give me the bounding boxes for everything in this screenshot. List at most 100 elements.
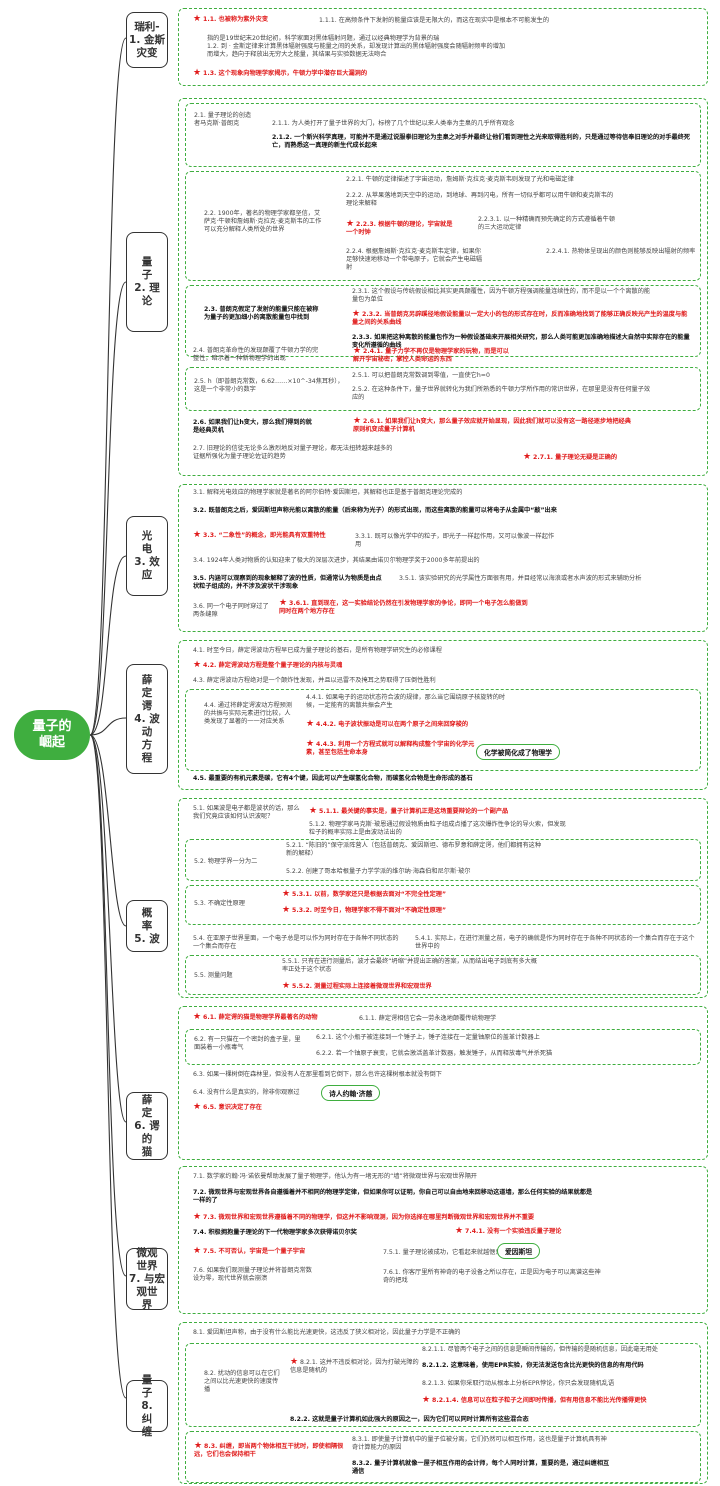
node-7-6: 7.6. 如果我们观测量子理论并将普朗克常数设为零，现代世界就会崩溃 — [193, 1267, 312, 1282]
group-8-2: 8.2. 扰动的信息可以在它们之间以比光速更快的速度传播 ★ 8.2.1. 这并… — [185, 1343, 701, 1427]
node-8-2-1-2: 8.2.1.2. 这意味着，使用EPR实验，你无法发送包含比光更快的信息的有用代… — [422, 1362, 644, 1369]
node-2-2: 2.2. 1900年，著名的物理学家都坚信，艾萨克·牛顿和詹姆斯·克拉克·麦克斯… — [204, 210, 322, 233]
node-3-3: ★ 3.3. “二象性”的概念，即光能具有双重特性 — [193, 530, 326, 540]
section-5: 5.1. 如果波是电子都是波状的话，那么我们究竟应该如何认识波呢？ ★ 5.1.… — [178, 798, 708, 998]
node-2-7-1: ★ 2.7.1. 量子理论无疑是正确的 — [523, 452, 618, 462]
group-2-3: 2.3. 普朗克假定了发射的能量只能在被称为量子的更加细小的离散能量包中找到 2… — [185, 285, 701, 357]
group-5-3: 5.3. 不确定性原理 ★ 5.3.1. 以前，数学家还只是根据去面对“不完全性… — [185, 885, 701, 925]
node-5-5-1: 5.5.1. 只有在进行测量后，波才会最终“坍缩”并提出正确的答案，从而结出电子… — [282, 958, 538, 973]
branch-3[interactable]: 光 电 3. 效 应 — [126, 516, 168, 596]
node-6-2-1: 6.2.1. 这个小瓶子被连接到一个锤子上，锤子连接在一定量铀原位的盖革计数器上 — [316, 1034, 540, 1041]
node-3-5-1: 3.5.1. 该实验研究的光学属性方面很有用，并目经常以海浪或者水声波的形式来辅… — [399, 575, 642, 582]
section-3: 3.1. 解释光电效应的物理学家就是著名的阿尔伯特·爱因斯坦，其解释也正是基于普… — [178, 484, 708, 632]
node-5-3: 5.3. 不确定性原理 — [194, 900, 245, 907]
group-4-4: 4.4. 通过将薛定谔波动方程预测的共振与实际元素进行比较，人类发现了显著的一一… — [185, 689, 701, 771]
node-4-4-1: 4.4.1. 如果电子的运动状态符合波的规律，那么当它围绕原子核旋转的时候，一定… — [306, 694, 506, 709]
node-3-6: 3.6. 同一个电子同时穿过了两条缝隙 — [193, 603, 269, 618]
node-1-2a: 指的是19世纪末20世纪初，科学家面对黑体辐射问题，通过以经典物理学为背景的瑞 — [207, 35, 440, 42]
node-5-2-1: 5.2.1. “陈旧的”保守派阵营人（包括普朗克、爱因斯坦、德布罗意和薛定谔，他… — [286, 842, 542, 857]
node-5-5: 5.5. 测量问题 — [194, 972, 233, 979]
node-3-6-1: ★ 3.6.1. 直到现在，这一实验结论仍然在引发物理学家的争论，即同一个电子怎… — [279, 598, 528, 616]
node-2-4-1: ★ 2.4.1. 量子力学不再仅是物理学家的玩物，而是可以解开宇宙秘密，掌控人类… — [353, 346, 509, 364]
node-6-4: 6.4. 没有什么是真实的，除非你观察过 — [193, 1089, 300, 1096]
node-4-4-2: ★ 4.4.2. 电子波状振动是可以在两个原子之间来回穿梭的 — [306, 719, 469, 729]
node-2-7: 2.7. 旧理论的信徒无论多么激烈地反对量子理论，都无法扭转越来越多的证据所强化… — [193, 445, 393, 460]
branch-2[interactable]: 量 子 2. 理 论 — [126, 232, 168, 332]
node-8-3: ★ 8.3. 纠缠，即当两个物体相互干扰时，即使相隔很远，它们也会保持相干 — [194, 1441, 344, 1459]
node-8-1: 8.1. 爱因斯坦声称，由于没有什么能比光速更快，这违反了狭义相对论，因此量子力… — [193, 1329, 461, 1336]
node-2-2-3-1: 2.2.3.1. 以一种精确而预先确定的方式遵循着牛顿的三大运动定律 — [478, 216, 615, 231]
section-4: 4.1. 时至今日，薛定谔波动方程早已成为量子理论的基石，是所有物理学研究生的必… — [178, 640, 708, 790]
node-8-2-2: 8.2.2. 这就是量子计算机如此强大的原因之一，因为它们可以同时计算所有这些混… — [290, 1416, 529, 1423]
node-5-3-2: ★ 5.3.2. 时至今日，物理学家不得不面对“不确定性原理” — [282, 905, 447, 915]
node-2-5: 2.5. h（即普朗克常数，6.62……×10^-34焦耳秒），这是一个非常小的… — [194, 378, 344, 393]
node-7-6-1: 7.6.1. 你客厅里所有神奇的电子设备之所以存在，正是因为电子可以离谱这些神奇… — [383, 1269, 601, 1284]
node-4-3: 4.3. 薛定谔波动方程绝对是一个颠炸性发现，并且以迅雷不及掩耳之势取得了压倒性… — [193, 677, 436, 684]
node-2-3: 2.3. 普朗克假定了发射的能量只能在被称为量子的更加细小的离散能量包中找到 — [204, 306, 319, 321]
node-5-2-2: 5.2.2. 创建了哥本哈根量子力学学派的维尔纳·海森伯和尼尔斯·玻尔 — [286, 868, 471, 875]
node-4-4-3: ★ 4.4.3. 利用一个方程式就可以解释构成整个宇宙的化学元素，甚至包括生命本… — [306, 739, 475, 757]
node-2-1-1: 2.1.1. 为人类打开了量子世界的大门，标榜了几个世纪以来人类奉为圭臬的几乎所… — [272, 120, 515, 127]
node-8-2-1-3: 8.2.1.3. 如果你采取行动从根本上分析EPR悖论，你只会发现随机乱语 — [422, 1380, 615, 1387]
node-7-4-1: ★ 7.4.1. 没有一个实验违反量子理论 — [455, 1226, 562, 1236]
node-4-2: ★ 4.2. 薛定谔波动方程是整个量子理论的内核与灵魂 — [193, 660, 343, 670]
node-8-2: 8.2. 扰动的信息可以在它们之间以比光速更快的速度传播 — [204, 1370, 280, 1393]
section-7: 7.1. 数学家约翰·冯·诺依曼帮助发展了量子物理学，他认为有一堵无形的“墙”将… — [178, 1166, 708, 1314]
node-7-5: ★ 7.5. 不可否认，宇宙是一个量子宇宙 — [193, 1246, 306, 1256]
node-6-2: 6.2. 有一只猫在一个密封的盒子里，里面装着一小瓶毒气 — [194, 1036, 301, 1051]
node-2-2-3: ★ 2.2.3. 根据牛顿的理论，宇宙就是一个时钟 — [346, 219, 453, 237]
branch-7[interactable]: 微观 世界 7. 与宏 观世 界 — [126, 1247, 168, 1311]
node-1-2: 1.2. 到 · 金斯定律来计算黑体辐射强度与能量之间的关系，却发现计算出的黑体… — [207, 43, 506, 58]
branch-8[interactable]: 量 子 8. 纠 缠 — [126, 1374, 168, 1438]
node-2-6-1: ★ 2.6.1. 如果我们让h变大，那么量子效应就开始显现，因此我们就可以没有这… — [353, 416, 631, 434]
node-2-1: 2.1. 量子理论的创造者马克斯·普朗克 — [194, 112, 252, 127]
link-7 — [89, 734, 127, 1277]
node-2-5-2: 2.5.2. 在这种条件下，量子世界就转化为我们所熟悉的牛顿力学所作用的常识世界… — [352, 386, 651, 401]
node-2-2-4-1: 2.2.4.1. 热物体呈现出的颜色则能够反映出辐射的频率 — [546, 248, 696, 255]
group-5-5: 5.5. 测量问题 5.5.1. 只有在进行测量后，波才会最终“坍缩”并提出正确… — [185, 955, 701, 995]
section-1: ★ 1.1. 也被称为紫外灾变 1.1.1. 在高频条件下发射的能量应该是无限大… — [178, 8, 708, 86]
node-8-3-2: 8.3.2. 量子计算机就像一屋子相互作用的会计师，每个人同时计算，重要的是，通… — [352, 1460, 610, 1475]
node-2-1-2: 2.1.2. 一个新兴科学真理，可能并不是通过说服拳旧理论为圭臬之对手并最终让他… — [272, 134, 691, 149]
node-8-2-1-1: 8.2.1.1. 尽管两个电子之间的信息是瞬间传输的，但传输的是随机信息，因此毫… — [422, 1346, 658, 1353]
node-5-1: 5.1. 如果波是电子都是波状的话，那么我们究竟应该如何认识波呢？ — [193, 805, 300, 820]
branch-1[interactable]: 瑞利- 1. 金斯 灾变 — [126, 12, 168, 68]
branch-4[interactable]: 薛 定 谔 4. 波 动 方 程 — [126, 664, 168, 774]
node-5-4: 5.4. 在亚原子世界里面，一个电子总是可以作为同时存在于各种不同状态的一个集合… — [193, 935, 399, 950]
node-5-1-1: ★ 5.1.1. 最关键的事实是，量子计算机正是这场重要辩论的一个副产品 — [309, 806, 509, 816]
node-7-5-1: 7.5.1. 量子理论被成功，它看起来就越惬意 — [383, 1249, 502, 1256]
node-2-3-2: ★ 2.3.2. 当普朗克另辟蹊径地假设能量以一定大小的包的形式存在时，反而准确… — [352, 309, 688, 327]
group-2-1: 2.1. 量子理论的创造者马克斯·普朗克 2.1.1. 为人类打开了量子世界的大… — [185, 103, 701, 167]
group-6-2: 6.2. 有一只猫在一个密封的盒子里，里面装着一小瓶毒气 6.2.1. 这个小瓶… — [185, 1029, 701, 1065]
node-2-4: 2.4. 普朗克革命性的发现颠覆了牛顿力学的完整性，暗示着一种新物理学的出现 — [193, 347, 319, 362]
node-5-4-1: 5.4.1. 实际上，在进行测量之前，电子的确就是作为同时存在于各种不同状态的一… — [415, 935, 695, 950]
link-5 — [89, 734, 127, 927]
node-7-2: 7.2. 微观世界与宏观世界各自遵循着并不相同的物理学定律，但如果你可以证明，你… — [193, 1189, 593, 1204]
node-2-5-1: 2.5.1. 可以把普朗克常数调到零值，一直使它h=0 — [352, 372, 490, 379]
node-5-2: 5.2. 物理学界一分为二 — [194, 858, 258, 865]
node-3-2: 3.2. 既普朗克之后，爱因斯坦声称光能以离散的能量（后来称为光子）的形式出现，… — [193, 507, 557, 514]
node-8-2-1-4: ★ 8.2.1.4. 信息可以在粒子粒子之间即时传播，但有用信息不能比光传播得更… — [422, 1395, 647, 1405]
node-6-3: 6.3. 如果一棵树倒在森林里，但没有人在那里看到它倒下，那么也许这棵树根本就没… — [193, 1071, 442, 1078]
node-3-1: 3.1. 解释光电效应的物理学家就是著名的阿尔伯特·爱因斯坦，其解释也正是基于普… — [193, 489, 463, 496]
node-2-2-1: 2.2.1. 牛顿的定律描述了宇宙运动，詹姆斯·克拉克·麦克斯韦则发现了光和电磁… — [346, 176, 574, 183]
node-3-3-1: 3.3.1. 既可以像光学中的粒子，即光子一样起作用，又可以像波一样起作用 — [355, 533, 555, 548]
node-6-5: ★ 6.5. 意识决定了存在 — [193, 1102, 262, 1112]
section-2: 2.1. 量子理论的创造者马克斯·普朗克 2.1.1. 为人类打开了量子世界的大… — [178, 98, 708, 476]
node-5-1-2: 5.1.2. 物理学家马克斯·玻恩通过假设物质由粒子组成点播了这次爆炸性争论的导… — [309, 821, 566, 836]
node-4-1: 4.1. 时至今日，薛定谔波动方程早已成为量子理论的基石，是所有物理学研究生的必… — [193, 647, 442, 654]
link-1 — [89, 37, 127, 736]
branch-5[interactable]: 概 率 5. 波 — [126, 900, 168, 952]
root-node[interactable]: 量子的 崛起 — [14, 710, 90, 760]
branch-6[interactable]: 薛 定 6. 谔 的 猫 — [126, 1092, 168, 1160]
group-2-2: 2.2. 1900年，著名的物理学家都坚信，艾萨克·牛顿和詹姆斯·克拉克·麦克斯… — [185, 171, 701, 281]
node-2-3-3: 2.3.3. 如果把这种离散的能量包作为一种假设基础来开展相关研究，那么人类可能… — [352, 334, 690, 349]
link-3 — [89, 555, 127, 736]
section-6: ★ 6.1. 薛定谔的猫是物理学界最著名的动物 6.1.1. 薛定谔相信它会一劳… — [178, 1006, 708, 1160]
section-8: 8.1. 爱因斯坦声称，由于没有什么能比光速更快，这违反了狭义相对论，因此量子力… — [178, 1322, 708, 1484]
node-2-6: 2.6. 如果我们让h变大，那么我们得到的就是经典灵机 — [193, 419, 312, 434]
node-1-1-1: 1.1.1. 在高频条件下发射的能量应该是无限大的，而这在现实中是根本不可能发生… — [319, 17, 550, 24]
einstein-chip: 爱因斯坦 — [497, 1243, 541, 1259]
node-8-3-1: 8.3.1. 即使量子计算机中的量子位被分离，它们仍然可以相互作用，这也是量子计… — [352, 1436, 607, 1451]
node-3-5: 3.5. 内涵可以观察到的现象解释了波的性质，但通常认为物质是由点状粒子组成的，… — [193, 575, 382, 590]
